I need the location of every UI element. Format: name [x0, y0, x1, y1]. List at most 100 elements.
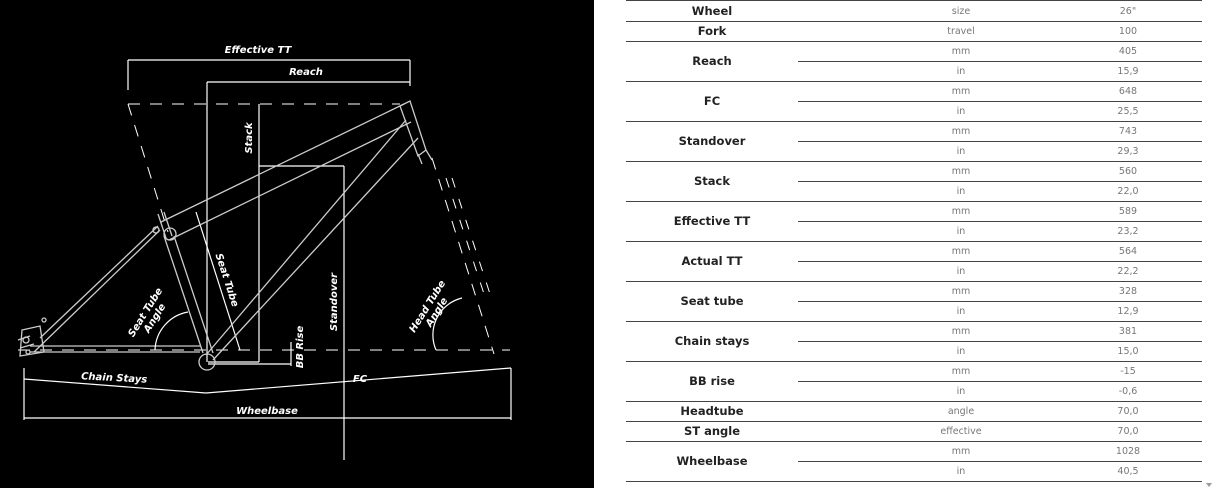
- row-unit: mm: [951, 85, 971, 97]
- frame-joints: [22, 226, 216, 371]
- row-unit: in: [956, 225, 966, 237]
- head-tube-parallel-dashes: [445, 177, 493, 301]
- row-divider: [626, 441, 1202, 442]
- row-unit: in: [956, 305, 966, 317]
- effective-tt-label: Effective TT: [225, 45, 293, 56]
- sub-row-divider: [798, 381, 1202, 382]
- stack-label: Stack: [244, 121, 255, 154]
- row-unit: in: [956, 385, 966, 397]
- row-value: 70,0: [1117, 425, 1139, 437]
- row-value: 25,5: [1117, 105, 1139, 117]
- bike-frame-drawing: Effective TT Reach Stack Seat Tube Stand…: [17, 45, 512, 460]
- row-divider: [626, 41, 1202, 42]
- measurement-lines: [23, 59, 512, 460]
- sub-row-divider: [798, 221, 1202, 222]
- seat-tube-label: Seat Tube: [213, 252, 241, 308]
- row-unit: mm: [951, 205, 971, 217]
- construction-lines: [18, 103, 510, 355]
- row-name: Fork: [697, 24, 727, 38]
- row-unit: in: [956, 345, 966, 357]
- row-unit: in: [956, 105, 966, 117]
- geometry-diagram: Effective TT Reach Stack Seat Tube Stand…: [0, 0, 594, 488]
- row-divider: [626, 241, 1202, 242]
- row-value: 22,0: [1117, 185, 1139, 197]
- row-value: 1028: [1115, 445, 1141, 457]
- row-divider: [626, 421, 1202, 422]
- row-name: Effective TT: [673, 214, 751, 228]
- row-unit: in: [956, 185, 966, 197]
- row-value: 589: [1118, 205, 1138, 217]
- table-row: Standover mm 743 in 29,3: [626, 121, 1202, 162]
- row-name: ST angle: [683, 424, 741, 438]
- row-divider: [626, 361, 1202, 362]
- row-divider: [626, 481, 1202, 482]
- row-name: Stack: [693, 174, 730, 188]
- reach-label: Reach: [289, 67, 323, 78]
- bb-rise-label: BB Rise: [295, 325, 306, 368]
- row-unit: mm: [951, 245, 971, 257]
- row-value: 560: [1118, 165, 1138, 177]
- row-value: 12,9: [1117, 305, 1139, 317]
- row-unit: in: [956, 265, 966, 277]
- row-name: Wheel: [691, 4, 733, 18]
- row-value: 328: [1118, 285, 1138, 297]
- row-value: -15: [1120, 365, 1136, 377]
- row-value: 22,2: [1117, 265, 1139, 277]
- row-name: Chain stays: [674, 334, 750, 348]
- row-value: 648: [1118, 85, 1138, 97]
- wheelbase-label: Wheelbase: [236, 406, 298, 417]
- sub-row-divider: [798, 301, 1202, 302]
- row-value: 100: [1118, 25, 1138, 37]
- row-value: -0,6: [1118, 385, 1138, 397]
- row-value: 15,0: [1117, 345, 1139, 357]
- row-unit: mm: [951, 365, 971, 377]
- row-unit: travel: [947, 25, 975, 37]
- table-row: ST angle effective 70,0: [626, 421, 1202, 442]
- row-unit: in: [956, 145, 966, 157]
- seat-tube-angle-label: Seat Tube Angle: [126, 286, 168, 339]
- row-name: FC: [703, 94, 721, 108]
- table-row: BB rise mm -15 in -0,6: [626, 361, 1202, 402]
- table-top-border: [626, 0, 1202, 1]
- row-value: 29,3: [1117, 145, 1139, 157]
- head-tube-angle-arc: [432, 297, 463, 351]
- sub-row-divider: [798, 61, 1202, 62]
- table-row: Fork travel 100: [626, 21, 1202, 42]
- seat-tube-angle-arc: [154, 311, 189, 351]
- row-name: Standover: [678, 134, 746, 148]
- frame-outline: [17, 100, 433, 361]
- row-divider: [626, 321, 1202, 322]
- row-value: 743: [1118, 125, 1138, 137]
- standover-label: Standover: [329, 272, 340, 331]
- sub-row-divider: [798, 101, 1202, 102]
- sub-row-divider: [798, 341, 1202, 342]
- row-value: 405: [1118, 45, 1138, 57]
- chain-stays-label: Chain Stays: [81, 371, 148, 385]
- row-name: Actual TT: [681, 254, 743, 268]
- row-divider: [626, 281, 1202, 282]
- row-unit: in: [956, 465, 966, 477]
- row-value: 70,0: [1117, 405, 1139, 417]
- scroll-down-arrow[interactable]: [1206, 483, 1212, 487]
- row-divider: [626, 161, 1202, 162]
- row-divider: [626, 121, 1202, 122]
- row-unit: mm: [951, 125, 971, 137]
- row-unit: effective: [940, 425, 982, 437]
- row-unit: size: [951, 5, 971, 17]
- row-name: BB rise: [689, 374, 735, 388]
- row-name: Headtube: [680, 404, 744, 418]
- fc-label: FC: [353, 374, 368, 385]
- table-row: FC mm 648 in 25,5: [626, 81, 1202, 122]
- row-divider: [626, 81, 1202, 82]
- row-unit: mm: [951, 45, 971, 57]
- sub-row-divider: [798, 181, 1202, 182]
